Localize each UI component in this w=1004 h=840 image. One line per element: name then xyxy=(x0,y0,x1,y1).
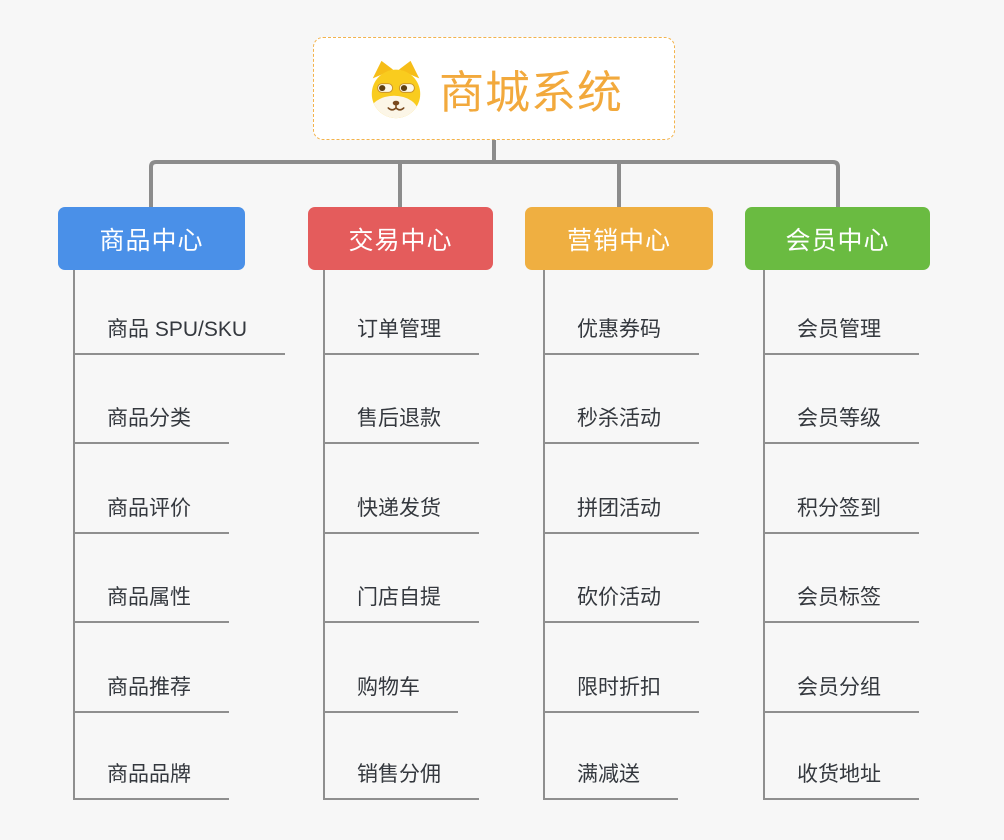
sub-topic-item[interactable]: 砍价活动 xyxy=(543,583,699,623)
sub-topic-item[interactable]: 购物车 xyxy=(323,673,458,713)
dog-face-icon xyxy=(371,60,421,118)
sub-topic-item[interactable]: 会员等级 xyxy=(763,404,919,444)
sub-topic-item[interactable]: 销售分佣 xyxy=(323,760,479,800)
sub-topic-item[interactable]: 售后退款 xyxy=(323,404,479,444)
sub-topic-item[interactable]: 商品评价 xyxy=(73,494,229,534)
sub-topic-item[interactable]: 积分签到 xyxy=(763,494,919,534)
sub-topic-item[interactable]: 收货地址 xyxy=(763,760,919,800)
sub-topic-item[interactable]: 满减送 xyxy=(543,760,678,800)
subtree-line-marketing xyxy=(543,270,545,800)
branch-product-center[interactable]: 商品中心 xyxy=(58,207,245,270)
sub-topic-item[interactable]: 会员管理 xyxy=(763,315,919,355)
subtree-line-trade xyxy=(323,270,325,800)
root-topic[interactable]: 商城系统 xyxy=(313,37,675,140)
sub-topic-item[interactable]: 秒杀活动 xyxy=(543,404,699,444)
subtree-line-member xyxy=(763,270,765,800)
branch-member-center[interactable]: 会员中心 xyxy=(745,207,930,270)
branch-marketing-center[interactable]: 营销中心 xyxy=(525,207,713,270)
sub-topic-item[interactable]: 门店自提 xyxy=(323,583,479,623)
subtree-line-product xyxy=(73,270,75,800)
branch-bus-line xyxy=(149,160,840,207)
sub-topic-item[interactable]: 商品属性 xyxy=(73,583,229,623)
branch-trade-center[interactable]: 交易中心 xyxy=(308,207,493,270)
sub-topic-item[interactable]: 快递发货 xyxy=(323,494,479,534)
sub-topic-item[interactable]: 商品品牌 xyxy=(73,760,229,800)
sub-topic-item[interactable]: 限时折扣 xyxy=(543,673,699,713)
sub-topic-item[interactable]: 会员标签 xyxy=(763,583,919,623)
sub-topic-item[interactable]: 商品 SPU/SKU xyxy=(73,315,286,355)
sub-topic-item[interactable]: 会员分组 xyxy=(763,673,919,713)
sub-topic-item[interactable]: 优惠券码 xyxy=(543,315,699,355)
sub-topic-item[interactable]: 商品分类 xyxy=(73,404,229,444)
sub-topic-item[interactable]: 商品推荐 xyxy=(73,673,229,713)
sub-topic-item[interactable]: 订单管理 xyxy=(323,315,479,355)
root-topic-title: 商城系统 xyxy=(438,67,623,118)
sub-topic-item[interactable]: 拼团活动 xyxy=(543,494,699,534)
